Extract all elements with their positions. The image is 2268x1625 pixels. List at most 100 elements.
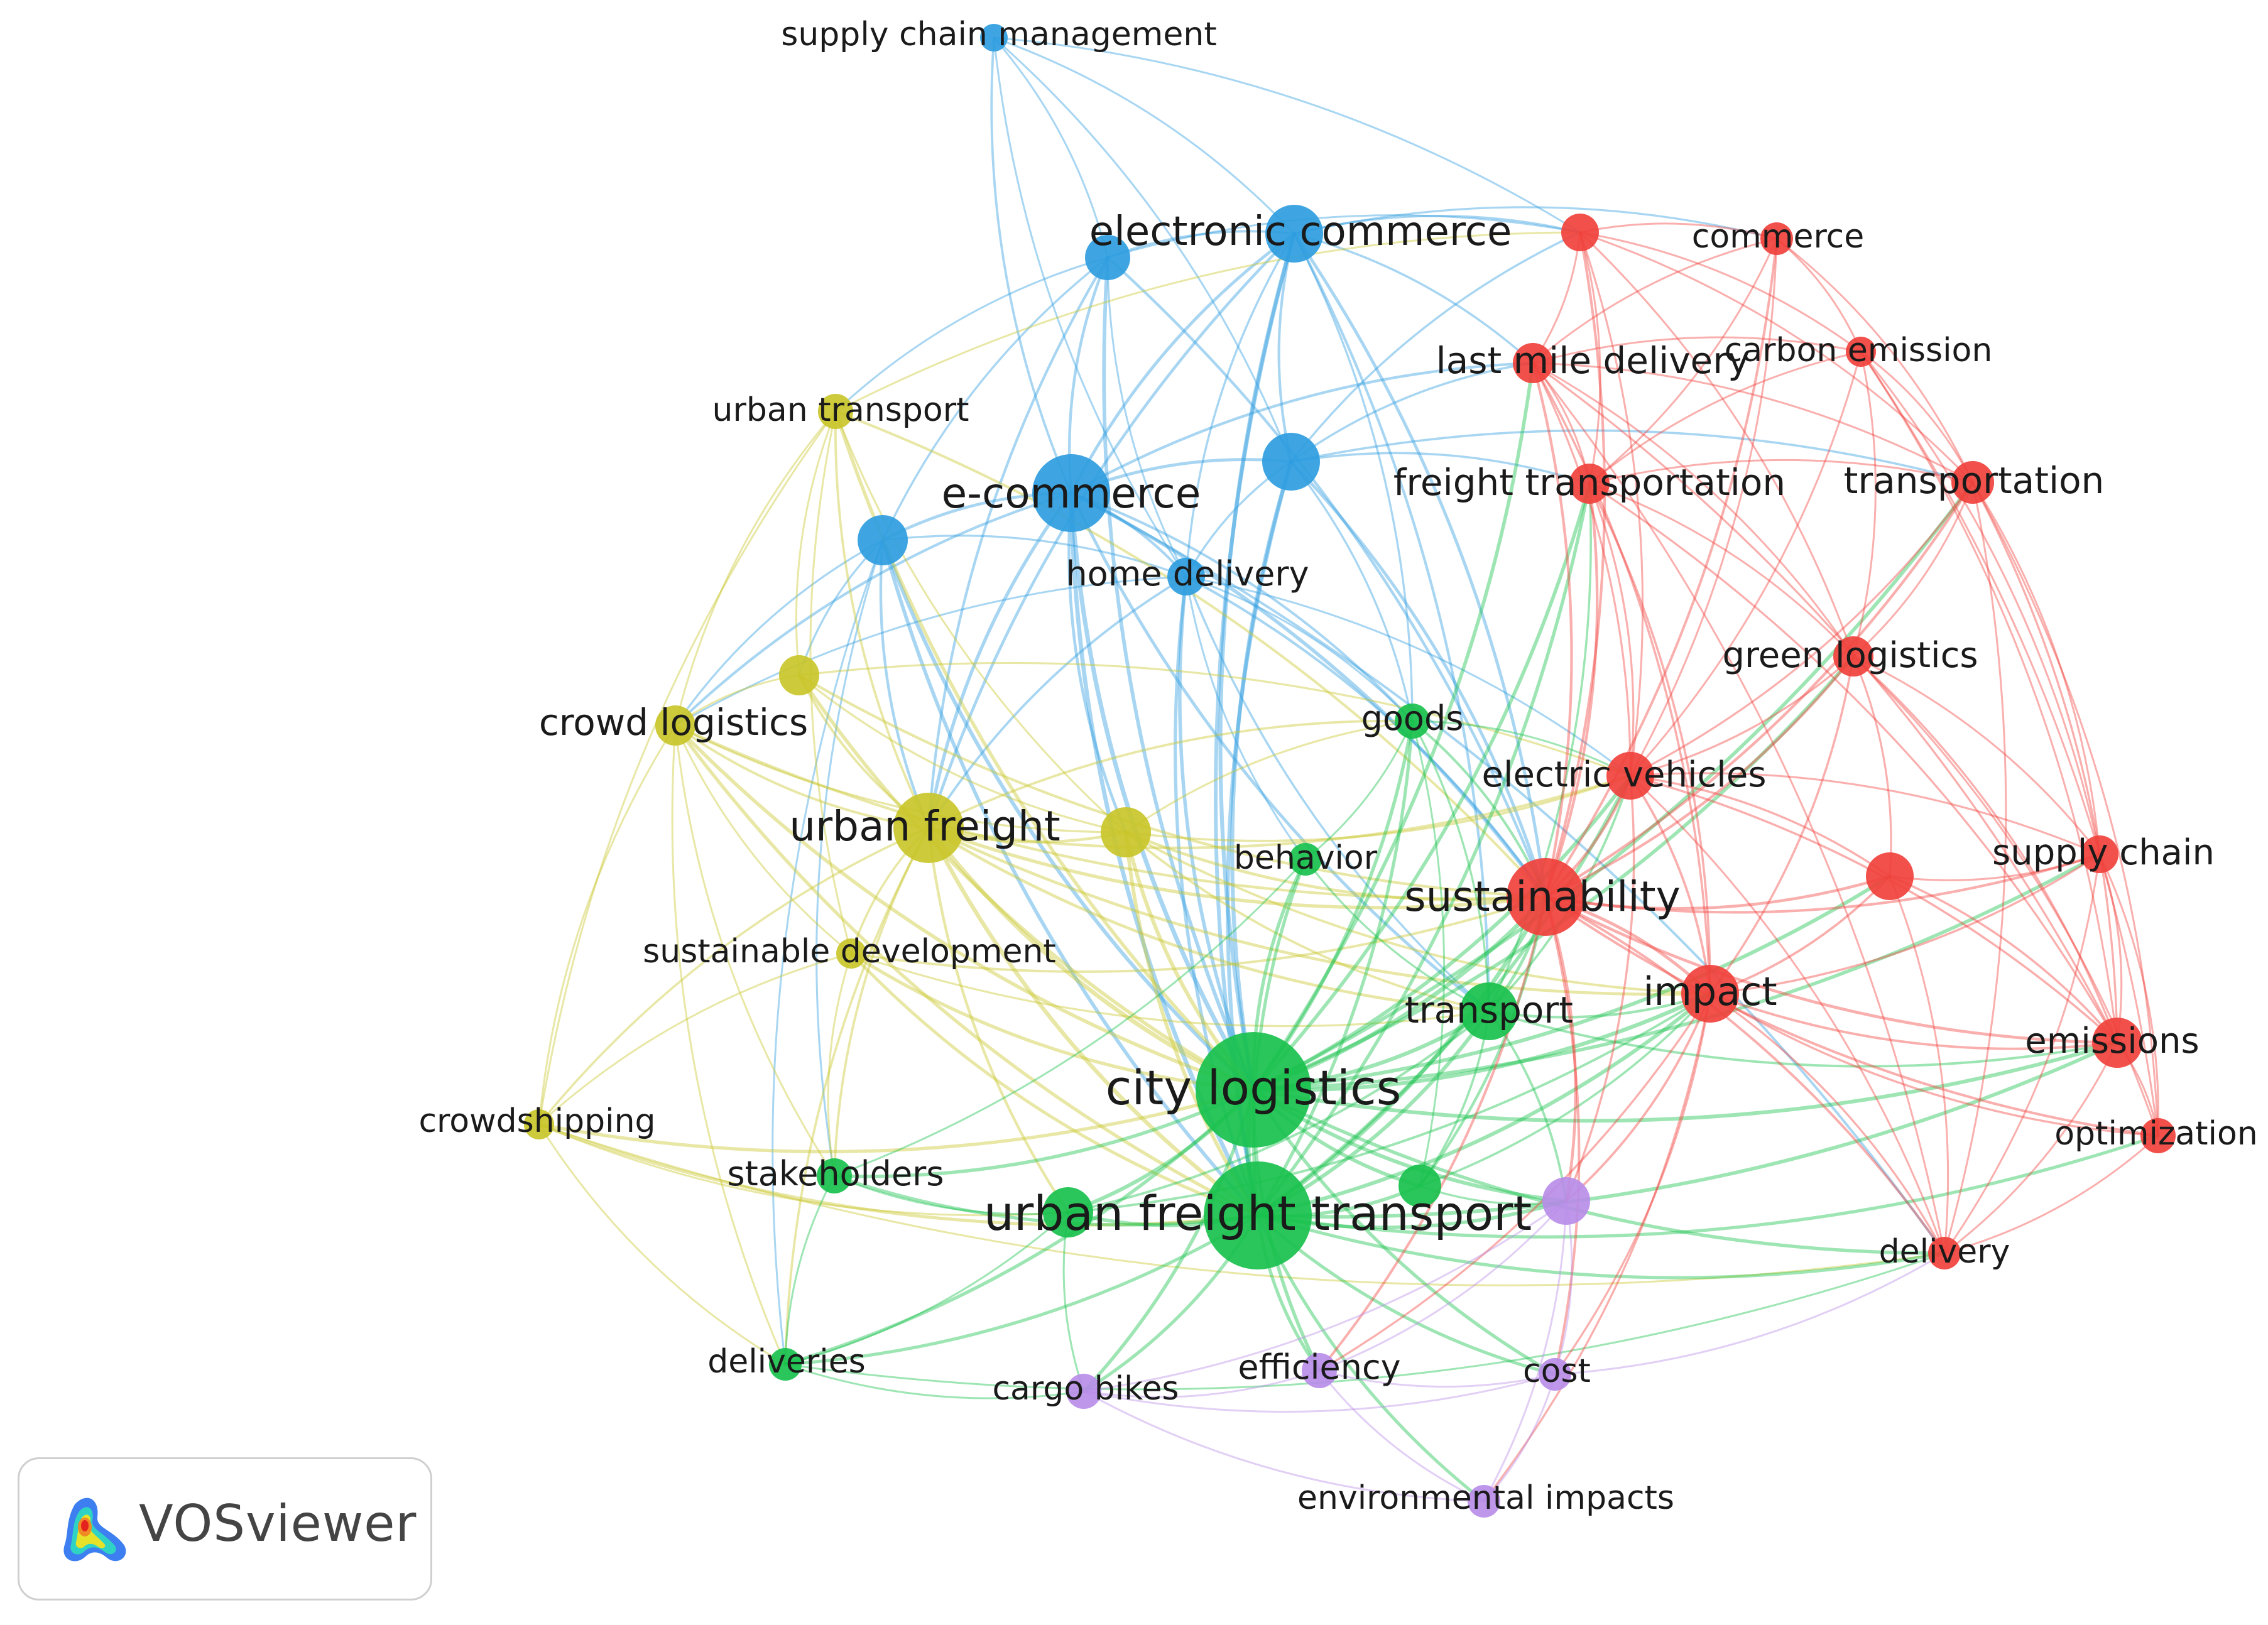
label-carbon-emission: carbon emission — [1725, 332, 1993, 369]
edge-blue_a-blue_c — [881, 256, 1109, 541]
node-deliveries[interactable] — [769, 1348, 802, 1381]
edge-blue_a-urban_freight — [927, 256, 1109, 830]
node-red-b[interactable] — [1866, 852, 1914, 900]
edge-stakeholders-green_b — [833, 1175, 1069, 1215]
edge-freight_transportation-transportation — [1588, 459, 1974, 485]
edge-urban_transport-yellow_a — [795, 410, 837, 677]
edge-urban_freight-goods — [927, 719, 1414, 829]
node-red-a[interactable] — [1561, 214, 1599, 251]
edge-crowdshipping-deliveries — [538, 1123, 787, 1366]
edge-urban_transport-yellow_b — [834, 410, 1127, 834]
edge-yellow_b-electric_vehicles — [1125, 774, 1632, 842]
edge-electric_vehicles-purple_a — [1565, 774, 1635, 1202]
node-commerce[interactable] — [1760, 222, 1793, 255]
node-cost[interactable] — [1539, 1358, 1571, 1391]
edge-blue_b-last_mile_delivery — [1290, 362, 1534, 463]
edge-urban_freight_transport-emissions — [1256, 1041, 2119, 1219]
node-delivery[interactable] — [1928, 1237, 1961, 1269]
edge-transportation-optimization — [1971, 481, 2159, 1137]
edge-blue_b-goods — [1290, 460, 1414, 722]
label-stakeholders: stakeholders — [727, 1154, 944, 1193]
node-emissions[interactable] — [2092, 1018, 2142, 1068]
edge-behavior-stakeholders — [833, 858, 1307, 1177]
edge-impact-purple_a — [1565, 992, 1711, 1202]
node-last-mile-delivery[interactable] — [1513, 343, 1553, 383]
node-blue-a[interactable] — [1085, 235, 1130, 280]
node-purple-a[interactable] — [1542, 1177, 1590, 1225]
label-home-delivery: home delivery — [1066, 554, 1309, 594]
edge-red_a-sustainability — [1544, 231, 1606, 899]
label-environmental-impacts: environmental impacts — [1297, 1479, 1674, 1517]
edge-urban_freight-urban_freight_transport — [926, 825, 1260, 1218]
node-sustainable-development[interactable] — [836, 938, 866, 969]
edge-sustainable_development-crowdshipping — [538, 952, 853, 1126]
node-impact[interactable] — [1681, 965, 1739, 1023]
node-urban-transport[interactable] — [818, 394, 853, 429]
edge-carbon_emission-electric_vehicles — [1629, 351, 1862, 777]
edge-last_mile_delivery-impact — [1532, 362, 1711, 995]
edge-crowd_logistics-crowdshipping — [538, 724, 677, 1126]
node-transportation[interactable] — [1951, 461, 1994, 504]
edge-city_logistics-transportation — [1251, 481, 1975, 1092]
node-urban-freight[interactable] — [893, 793, 964, 863]
node-electric-vehicles[interactable] — [1606, 752, 1654, 800]
edge-green_logistics-impact — [1709, 655, 1855, 995]
node-transport[interactable] — [1460, 982, 1518, 1040]
edge-city_logistics-electric_vehicles — [1251, 774, 1632, 1092]
node-stakeholders[interactable] — [817, 1158, 852, 1193]
edge-blue_c-urban_freight — [879, 538, 930, 830]
edge-crowdshipping-delivery — [538, 1123, 1946, 1286]
edge-optimization-delivery — [1943, 1134, 2159, 1254]
vosviewer-logo: VOSviewer — [18, 1457, 432, 1601]
edge-e_commerce-transport — [1069, 491, 1491, 1013]
edge-impact-cost — [1554, 992, 1711, 1376]
node-environmental-impacts[interactable] — [1468, 1485, 1500, 1518]
edge-home_delivery-transport — [1185, 575, 1490, 1013]
node-blue-b[interactable] — [1262, 433, 1320, 491]
edge-stakeholders-urban_freight_transport — [832, 1174, 1260, 1227]
edge-red_b-supply_chain — [1889, 853, 2101, 881]
node-crowd-logistics[interactable] — [655, 705, 695, 746]
node-goods[interactable] — [1395, 704, 1430, 739]
edge-crowdshipping-green_b — [538, 1123, 1069, 1217]
node-supply-chain[interactable] — [2081, 835, 2118, 873]
node-urban-freight-transport[interactable] — [1204, 1161, 1312, 1269]
node-yellow-b[interactable] — [1101, 807, 1151, 857]
node-city-logistics[interactable] — [1196, 1032, 1311, 1148]
node-green-a[interactable] — [1398, 1165, 1441, 1207]
edge-sustainability-efficiency — [1317, 895, 1547, 1372]
node-home-delivery[interactable] — [1167, 558, 1205, 595]
label-optimization: optimization — [2054, 1115, 2258, 1153]
edge-freight_transportation-sustainability — [1544, 482, 1599, 899]
edge-electronic_commerce-transport — [1292, 232, 1491, 1013]
node-behavior[interactable] — [1289, 843, 1322, 876]
node-blue-c[interactable] — [858, 515, 908, 565]
label-urban-freight: urban freight — [789, 802, 1060, 851]
edge-impact-optimization — [1709, 992, 2159, 1137]
node-supply-chain-management[interactable] — [980, 24, 1008, 52]
node-green-b[interactable] — [1043, 1187, 1093, 1237]
node-carbon-emission[interactable] — [1846, 337, 1876, 367]
node-optimization[interactable] — [2140, 1118, 2176, 1153]
edge-efficiency-cargo_bikes — [1082, 1369, 1321, 1398]
edge-urban_freight-transport — [927, 826, 1491, 1013]
edge-sustainable_development-transport — [850, 952, 1490, 1028]
node-crowdshipping[interactable] — [524, 1109, 554, 1139]
edge-goods-urban_freight_transport — [1256, 719, 1414, 1217]
edge-urban_transport-urban_freight — [834, 410, 930, 829]
edge-red_a-transportation — [1579, 231, 1974, 484]
node-cargo-bikes[interactable] — [1066, 1374, 1101, 1409]
node-green-logistics[interactable] — [1833, 636, 1873, 677]
node-e-commerce[interactable] — [1032, 454, 1110, 532]
edge-commerce-carbon_emission — [1775, 237, 1862, 353]
edge-urban_transport-crowd_logistics — [674, 410, 837, 727]
edge-home_delivery-sustainability — [1184, 575, 1547, 899]
node-sustainability[interactable] — [1507, 858, 1584, 936]
edge-transportation-green_logistics — [1852, 481, 1974, 658]
node-yellow-a[interactable] — [779, 655, 819, 695]
edge-yellow_b-transport — [1125, 831, 1490, 1013]
node-efficiency[interactable] — [1302, 1353, 1337, 1388]
node-electronic-commerce[interactable] — [1265, 205, 1323, 263]
node-freight-transportation[interactable] — [1569, 464, 1610, 504]
edge-sustainability-purple_a — [1544, 895, 1578, 1203]
